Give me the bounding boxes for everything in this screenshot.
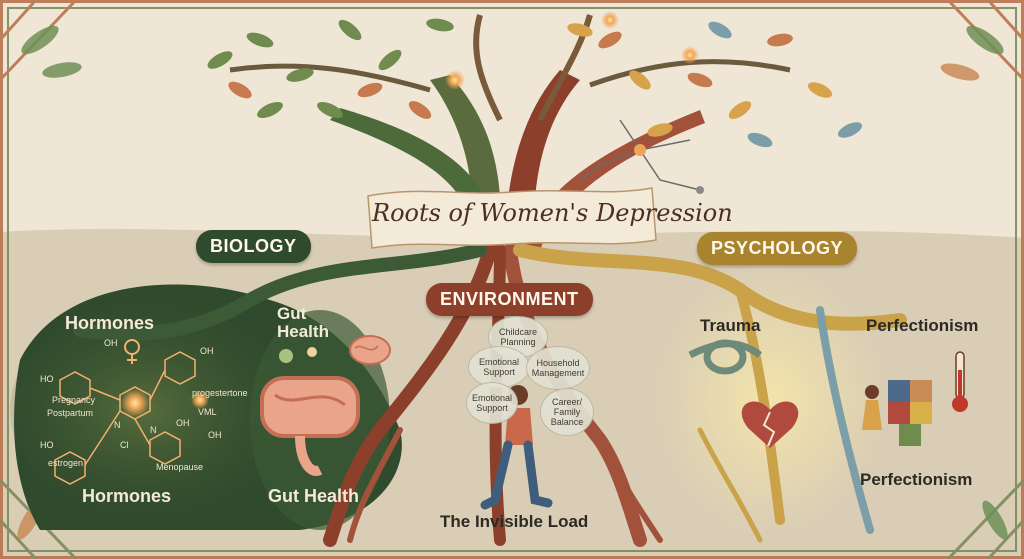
molecule-mark: HO [40,374,54,384]
load-bubble: Emotional Support [468,346,530,388]
broken-heart-icon [741,401,799,448]
molecule-label: Pregnancy [52,395,96,405]
trauma-label: Trauma [700,316,761,335]
molecule-label: progestertone [192,388,248,398]
knot-icon [688,339,763,375]
thermometer-icon [952,351,968,412]
brain-icon [349,335,391,365]
load-bubble: Household Management [526,346,590,390]
page-title: Roots of Women's Depression [372,199,733,227]
psychology-label: PSYCHOLOGY [697,232,858,265]
perfectionism-top-label: Perfectionism [866,316,979,335]
molecule-mark: N [114,420,121,430]
molecule-mark: OH [200,346,214,356]
hormones-bottom-label: Hormones [82,486,172,506]
molecule-mark: N [150,425,157,435]
load-bubble: Emotional Support [466,382,518,424]
hormones-top-label: Hormones [65,313,155,333]
hormone-molecules [54,351,209,485]
invisible-load-caption: The Invisible Load [440,512,589,531]
molecule-label: Postpartum [47,408,94,418]
perfectionism-bottom-label: Perfectionism [860,470,973,489]
gut-health-top-label: Gut Health [277,304,329,341]
title-banner [367,187,657,249]
molecule-mark: Cl [120,440,129,450]
neuron-icon [579,119,704,194]
molecule-mark: OH [104,338,118,348]
environment-label: ENVIRONMENT [426,283,593,316]
molecule-label: Menopause [156,462,204,472]
load-bubble: Career/ Family Balance [540,388,594,436]
tree-foliage [207,11,863,148]
molecule-label: estrogen [48,458,84,468]
molecule-mark: OH [208,430,222,440]
molecule-mark: OH [176,418,190,428]
molecule-label: VML [198,407,217,417]
intestine-icon [260,347,360,476]
molecule-mark: HO [40,440,54,450]
biology-label: BIOLOGY [196,230,311,263]
female-symbol-icon [124,339,140,364]
puzzle-icon [862,380,932,446]
gut-health-bottom-label: Gut Health [268,486,360,506]
